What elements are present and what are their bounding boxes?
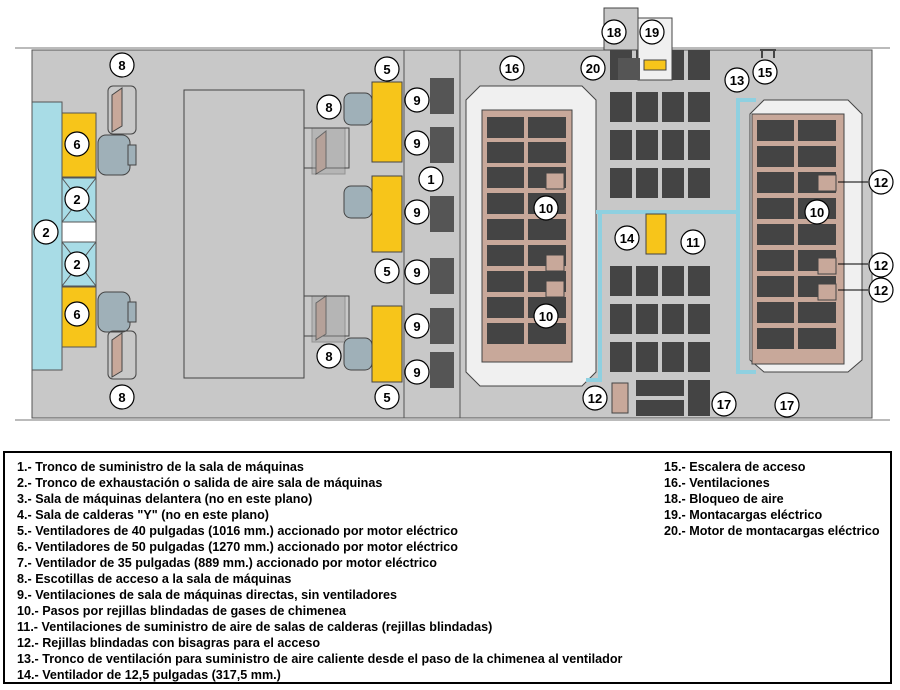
hatch-mid-bottom[interactable] xyxy=(311,295,346,343)
callout-14: 14 xyxy=(620,231,635,246)
direct-vent-2 xyxy=(430,127,454,163)
callout-10a: 10 xyxy=(539,201,553,216)
callout-18: 18 xyxy=(607,25,621,40)
hinged-grating-1[interactable] xyxy=(817,174,837,192)
legend-item-6: 6.- Ventiladores de 50 pulgadas (1270 mm… xyxy=(17,540,458,554)
legend-item-9: 9.- Ventilaciones de sala de máquinas di… xyxy=(17,588,398,602)
callout-2b: 2 xyxy=(73,192,80,207)
legend-item-18: 18.- Bloqueo de aire xyxy=(664,492,784,506)
callout-12a: 12 xyxy=(874,175,888,190)
legend-item-10: 10.- Pasos por rejillas blindadas de gas… xyxy=(17,604,346,618)
hinged-grating-3[interactable] xyxy=(817,283,837,301)
legend-item-16: 16.- Ventilaciones xyxy=(664,476,770,490)
callout-8b: 8 xyxy=(118,390,125,405)
callout-15: 15 xyxy=(758,65,772,80)
legend-item-20: 20.- Motor de montacargas eléctrico xyxy=(664,524,880,538)
callout-8a: 8 xyxy=(118,58,125,73)
callout-17b: 17 xyxy=(780,398,794,413)
direct-vent-4 xyxy=(430,258,454,294)
callout-9e: 9 xyxy=(413,319,420,334)
callout-11: 11 xyxy=(686,235,700,250)
callout-12b: 12 xyxy=(874,258,888,273)
callout-9b: 9 xyxy=(413,136,420,151)
legend-item-3: 3.- Sala de máquinas delantera (no en es… xyxy=(17,492,313,506)
callouts xyxy=(33,19,894,418)
callout-10c: 10 xyxy=(810,205,824,220)
legend-item-2: 2.- Tronco de exhaustación o salida de a… xyxy=(17,476,383,490)
callout-9c: 9 xyxy=(413,205,420,220)
callout-2c: 2 xyxy=(73,257,80,272)
legend-item-11: 11.- Ventilaciones de suministro de aire… xyxy=(17,620,493,634)
fan-12-5 xyxy=(645,213,667,255)
callout-5a: 5 xyxy=(383,62,390,77)
hot-air-duct xyxy=(596,98,756,214)
hatch-top-left[interactable] xyxy=(107,85,137,135)
callout-20: 20 xyxy=(586,61,600,76)
machinery-block xyxy=(183,89,305,379)
callout-19: 19 xyxy=(645,25,659,40)
hoist-motor xyxy=(618,58,640,80)
legend: 1.- Tronco de suministro de la sala de m… xyxy=(3,451,892,684)
legend-item-15: 15.- Escalera de acceso xyxy=(664,460,806,474)
direct-vent-5 xyxy=(430,308,454,344)
callout-5c: 5 xyxy=(383,390,390,405)
legend-item-8: 8.- Escotillas de acceso a la sala de má… xyxy=(17,572,292,586)
legend-right-column: 15.- Escalera de acceso 16.- Ventilacion… xyxy=(664,459,889,539)
callout-16: 16 xyxy=(505,61,519,76)
hatch-mid-top[interactable] xyxy=(311,127,346,175)
hatch-bottom-left[interactable] xyxy=(107,330,137,380)
fan-motor-top xyxy=(97,134,131,176)
legend-item-14: 14.- Ventilador de 12,5 pulgadas (317,5 … xyxy=(17,668,281,682)
direct-vent-1 xyxy=(430,78,454,114)
callout-17a: 17 xyxy=(717,397,731,412)
callout-1: 1 xyxy=(427,172,434,187)
supply-vent-grid-lower xyxy=(610,266,710,416)
callout-8c: 8 xyxy=(325,100,332,115)
legend-item-12: 12.- Rejillas blindadas con bisagras par… xyxy=(17,636,321,650)
callout-13: 13 xyxy=(730,73,744,88)
callout-8d: 8 xyxy=(325,349,332,364)
legend-item-5: 5.- Ventiladores de 40 pulgadas (1016 mm… xyxy=(17,524,458,538)
legend-item-13: 13.- Tronco de ventilación para suminist… xyxy=(17,652,623,666)
callout-10b: 10 xyxy=(539,309,553,324)
callout-6a: 6 xyxy=(73,137,80,152)
legend-left-column: 1.- Tronco de suministro de la sala de m… xyxy=(17,459,657,683)
callout-6b: 6 xyxy=(73,307,80,322)
fan-40-mid xyxy=(371,175,403,253)
legend-item-19: 19.- Montacargas eléctrico xyxy=(664,508,823,522)
access-ladder xyxy=(760,49,776,58)
fan-40-top xyxy=(371,81,403,163)
fan-40-bottom xyxy=(371,305,403,383)
callout-2a: 2 xyxy=(42,225,49,240)
callout-5b: 5 xyxy=(383,264,390,279)
callout-9f: 9 xyxy=(413,365,420,380)
direct-vent-3 xyxy=(430,196,454,232)
legend-item-4: 4.- Sala de calderas "Y" (no en este pla… xyxy=(17,508,270,522)
ventilation-floor-plan: 2 2 2 6 6 8 8 8 8 5 5 5 9 9 9 9 9 9 1 10… xyxy=(15,7,894,421)
callout-12c: 12 xyxy=(874,283,888,298)
callout-12d: 12 xyxy=(588,391,602,406)
callout-9d: 9 xyxy=(413,265,420,280)
fan-motor-bottom xyxy=(97,291,131,333)
hinged-grating-2[interactable] xyxy=(817,257,837,275)
callout-9a: 9 xyxy=(413,93,420,108)
hinged-grating-4[interactable] xyxy=(611,382,629,414)
legend-item-7: 7.- Ventilador de 35 pulgadas (889 mm.) … xyxy=(17,556,437,570)
direct-vent-6 xyxy=(430,352,454,388)
legend-item-1: 1.- Tronco de suministro de la sala de m… xyxy=(17,460,304,474)
